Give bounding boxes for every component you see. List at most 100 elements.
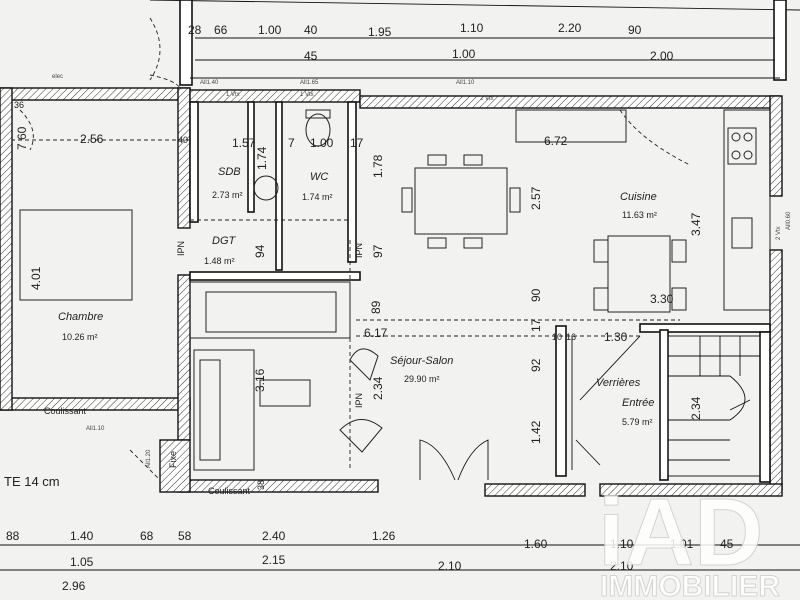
immobilier-text: IMMOBILIER bbox=[600, 570, 780, 600]
dim: 4.01 bbox=[29, 266, 43, 290]
coulissant-label: Coulissant bbox=[44, 406, 87, 416]
room-name-sejour: Séjour-Salon bbox=[390, 355, 453, 367]
dim: 1.00 bbox=[310, 136, 334, 150]
room-labels: Chambre 10.26 m² SDB 2.73 m² WC 1.74 m² … bbox=[58, 166, 657, 427]
dim-bottom: 2.15 bbox=[262, 553, 286, 567]
top-outer-zone bbox=[149, 0, 800, 86]
iad-watermark: iAD IMMOBILIER bbox=[598, 479, 781, 600]
dining-table bbox=[414, 167, 508, 235]
dim-top: 1.95 bbox=[368, 25, 392, 39]
iad-logo: iAD bbox=[598, 479, 763, 586]
dim: 7 60 bbox=[15, 126, 29, 150]
dim: 1.30 bbox=[604, 330, 628, 344]
dim: 2.57 bbox=[529, 186, 543, 210]
vtx-label: 2 Vtx bbox=[776, 226, 782, 240]
dim: 38 bbox=[256, 480, 266, 490]
interior-dimensions: 36 7 60 2.56 40 1.57 1.74 7 1.00 17 1.78… bbox=[14, 100, 703, 490]
dim: 36 bbox=[14, 100, 24, 110]
elec-label: elec bbox=[52, 74, 63, 80]
dim: 2.34 bbox=[689, 396, 703, 420]
dim: 6.17 bbox=[364, 326, 388, 340]
cooktop-icon bbox=[727, 127, 757, 165]
washbasin-icon bbox=[253, 175, 279, 201]
dim: 40 bbox=[178, 135, 188, 145]
dim: 92 bbox=[529, 358, 543, 372]
vtx-label: 1 Vtx bbox=[300, 92, 314, 98]
allege-label: All1.10 bbox=[86, 426, 105, 432]
allege-label: All0.60 bbox=[786, 211, 792, 230]
dim: 1.42 bbox=[529, 420, 543, 444]
dim-top: 66 bbox=[214, 23, 228, 37]
bed bbox=[19, 209, 133, 301]
dim: 89 bbox=[369, 300, 383, 314]
dim-bottom: 1.01 bbox=[670, 537, 694, 551]
room-area-wc: 1.74 m² bbox=[302, 192, 333, 202]
dim-top: 1.00 bbox=[452, 47, 476, 61]
dim: 1.78 bbox=[371, 154, 385, 178]
room-name-cuisine: Cuisine bbox=[620, 191, 657, 203]
wall-thickness-label: TE 14 cm bbox=[4, 474, 60, 489]
dim: 97 bbox=[371, 244, 385, 258]
dim: 1.57 bbox=[232, 136, 256, 150]
fixe-label: Fixe bbox=[168, 451, 178, 468]
room-name-sdb: SDB bbox=[218, 166, 241, 178]
staircase bbox=[667, 335, 761, 477]
dim: 94 bbox=[253, 244, 267, 258]
dim: 10 bbox=[552, 332, 562, 342]
dim-bottom: 2.10 bbox=[610, 559, 634, 573]
dim-bottom: 1.05 bbox=[70, 555, 94, 569]
room-name-entree: Entrée bbox=[622, 397, 654, 409]
dim: 2.56 bbox=[80, 132, 104, 146]
interior-walls bbox=[189, 101, 771, 483]
dim: 3.47 bbox=[689, 212, 703, 236]
dim: 3.30 bbox=[650, 292, 674, 306]
ipn-label: IPN bbox=[354, 243, 364, 258]
room-name-dgt: DGT bbox=[212, 235, 237, 247]
room-name-wc: WC bbox=[310, 171, 328, 183]
dim: 3.16 bbox=[253, 368, 267, 392]
dim-top: 1.10 bbox=[460, 21, 484, 35]
dim-bottom: 88 bbox=[6, 529, 20, 543]
room-area-sdb: 2.73 m² bbox=[212, 190, 243, 200]
dim: 17 bbox=[350, 136, 364, 150]
annotations: TE 14 cm Coulissant Coulissant Fixe IPN … bbox=[4, 74, 792, 496]
dim-bottom: 58 bbox=[178, 529, 192, 543]
dim-top: 1.00 bbox=[258, 23, 282, 37]
room-area-entree: 5.79 m² bbox=[622, 417, 653, 427]
dim: 7 bbox=[288, 136, 295, 150]
dim-bottom: 1.10 bbox=[610, 537, 634, 551]
dim-top: 28 bbox=[188, 23, 202, 37]
room-label-verrieres: Verrières bbox=[596, 377, 641, 389]
allege-label: All1.10 bbox=[456, 80, 475, 86]
room-area-sejour: 29.90 m² bbox=[404, 374, 440, 384]
ipn-label: IPN bbox=[354, 393, 364, 408]
dim: 17 bbox=[529, 318, 543, 332]
dim: 6.72 bbox=[544, 134, 568, 148]
dim-top: 45 bbox=[304, 49, 318, 63]
dim: 16 bbox=[566, 332, 576, 342]
allege-label: All1.40 bbox=[200, 80, 219, 86]
dim: 2.34 bbox=[371, 376, 385, 400]
dim-top: 40 bbox=[304, 23, 318, 37]
outer-walls bbox=[0, 87, 783, 497]
room-area-dgt: 1.48 m² bbox=[204, 256, 235, 266]
vtx-label: 2 Vtx bbox=[480, 96, 494, 102]
dim-top: 2.20 bbox=[558, 21, 582, 35]
allege-label: All1.20 bbox=[146, 449, 152, 468]
dim-top: 90 bbox=[628, 23, 642, 37]
dim-bottom: 2.96 bbox=[62, 579, 86, 593]
dim-bottom: 45 bbox=[720, 537, 734, 551]
ipn-label: IPN bbox=[176, 241, 186, 256]
dim: 1.74 bbox=[255, 146, 269, 170]
coulissant-label: Coulissant bbox=[208, 486, 251, 496]
kitchen-island bbox=[607, 235, 671, 313]
sink-icon bbox=[731, 217, 753, 249]
room-area-cuisine: 11.63 m² bbox=[622, 210, 657, 220]
top-dimensions: 28 66 1.00 40 1.95 1.10 2.20 90 45 1.00 … bbox=[188, 21, 674, 63]
dim-bottom: 1.40 bbox=[70, 529, 94, 543]
dim-bottom: 1.26 bbox=[372, 529, 396, 543]
dim-bottom: 68 bbox=[140, 529, 154, 543]
dining-chairs bbox=[401, 154, 521, 249]
vtx-label: 1 Vtx bbox=[226, 92, 240, 98]
